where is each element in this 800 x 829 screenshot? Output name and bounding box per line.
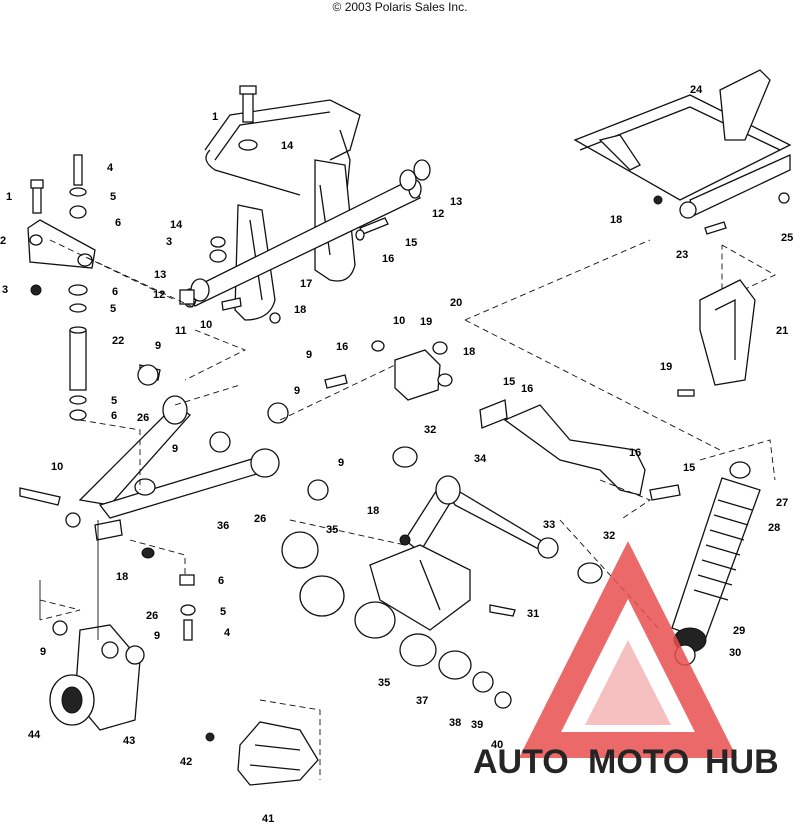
- callout-9-c: 9: [172, 443, 178, 455]
- callout-18-right: 18: [610, 214, 622, 226]
- callout-8-b: 26: [254, 513, 266, 525]
- callout-2: 2: [0, 235, 6, 247]
- callout-21: 20: [450, 297, 462, 309]
- callout-labels: 1 14 4 5 6 1 2 3 6 5 22 5 6 14 3 13 12 1…: [0, 84, 793, 825]
- callout-12-right: 12: [432, 208, 444, 220]
- callout-36: 36: [217, 520, 229, 532]
- callout-9-b: 9: [294, 385, 300, 397]
- callout-38: 38: [449, 717, 461, 729]
- callout-16-mid2: 16: [521, 383, 533, 395]
- callout-14-top: 14: [281, 140, 294, 152]
- callout-43: 43: [123, 735, 135, 747]
- callout-1-top: 1: [212, 111, 218, 123]
- watermark-moto: MOTO: [588, 743, 689, 781]
- callout-41: 41: [262, 813, 274, 824]
- callout-16-top: 16: [382, 253, 394, 265]
- callout-15-mid: 15: [503, 376, 515, 388]
- callout-44: 44: [28, 729, 41, 741]
- callout-5-mid: 5: [110, 303, 116, 315]
- callout-10-left: 10: [51, 461, 63, 473]
- callout-6-bottom: 6: [218, 575, 224, 587]
- callout-35-low: 35: [378, 677, 390, 689]
- callout-18-top: 18: [294, 304, 306, 316]
- callout-15-top: 15: [405, 237, 417, 249]
- skid-guard: [205, 721, 319, 786]
- callout-5-bottom: 5: [220, 606, 226, 618]
- callout-11: 11: [175, 325, 187, 337]
- spindle-knuckle: [49, 574, 196, 731]
- callout-7: 22: [112, 335, 124, 347]
- callout-9-e: 9: [154, 630, 160, 642]
- callout-9-f: 9: [40, 646, 46, 658]
- shock-absorber: [671, 439, 776, 666]
- callout-24: 24: [690, 84, 703, 96]
- callout-37: 37: [416, 695, 428, 707]
- callout-14-mid: 14: [170, 219, 183, 231]
- callout-42: 42: [180, 756, 192, 768]
- callout-30: 30: [729, 647, 741, 659]
- callout-34: 34: [474, 453, 487, 465]
- callout-8-c: 26: [146, 610, 158, 622]
- callout-13-left: 13: [154, 269, 166, 281]
- callout-9-a: 9: [155, 340, 161, 352]
- callout-4-bottom: 4: [224, 627, 231, 639]
- callout-22: 19: [660, 361, 672, 373]
- upper-frame-bracket: [179, 85, 431, 324]
- callout-29: 29: [733, 625, 745, 637]
- pivot-block: [324, 340, 453, 401]
- copyright-notice: © 2003 Polaris Sales Inc.: [332, 0, 468, 14]
- callout-13-right: 13: [450, 196, 462, 208]
- callout-35-top: 35: [326, 524, 338, 536]
- callout-33: 33: [543, 519, 555, 531]
- callout-26: 21: [776, 325, 788, 337]
- callout-6-mid: 6: [112, 286, 118, 298]
- callout-5-low: 5: [111, 395, 117, 407]
- callout-15-right: 15: [683, 462, 695, 474]
- callout-28: 28: [768, 522, 780, 534]
- callout-18-low: 18: [367, 505, 379, 517]
- callout-10-mid: 10: [393, 315, 405, 327]
- callout-25: 25: [781, 232, 793, 244]
- callout-18-mid: 18: [463, 346, 475, 358]
- callout-19: 9: [306, 349, 312, 361]
- triangle-logo-icon: [518, 541, 738, 758]
- callout-20: 19: [420, 316, 432, 328]
- watermark-logo: AUTO MOTO HUB: [473, 541, 779, 781]
- callout-27: 27: [776, 497, 788, 509]
- callout-31: 31: [527, 608, 539, 620]
- callout-16-mid: 16: [336, 341, 348, 353]
- callout-32-right: 32: [603, 530, 615, 542]
- callout-1-left: 1: [6, 191, 12, 203]
- callout-17: 17: [300, 278, 312, 290]
- callout-3-left: 3: [2, 284, 8, 296]
- callout-16-right: 16: [629, 447, 641, 459]
- torque-stop-bracket: [479, 399, 681, 501]
- callout-39: 39: [471, 719, 483, 731]
- callout-40: 40: [491, 739, 503, 751]
- callout-4: 4: [107, 162, 114, 174]
- callout-5-top: 5: [110, 191, 116, 203]
- watermark-hub: HUB: [705, 743, 779, 781]
- callout-23: 23: [676, 249, 688, 261]
- watermark-auto: AUTO: [473, 743, 569, 781]
- callout-9-d: 9: [338, 457, 344, 469]
- callout-6-top: 6: [115, 217, 121, 229]
- callout-8-a: 26: [137, 412, 149, 424]
- callout-18-left: 18: [116, 571, 128, 583]
- callout-3-mid: 3: [166, 236, 172, 248]
- upper-a-arm: [19, 364, 329, 559]
- steering-link-assembly: [27, 154, 96, 421]
- callout-32-top: 32: [424, 424, 436, 436]
- lower-a-arm: [281, 446, 603, 709]
- rear-frame-rail: [573, 69, 792, 397]
- callout-10-top: 10: [200, 319, 212, 331]
- callout-12-left: 12: [153, 289, 165, 301]
- callout-6-low: 6: [111, 410, 117, 422]
